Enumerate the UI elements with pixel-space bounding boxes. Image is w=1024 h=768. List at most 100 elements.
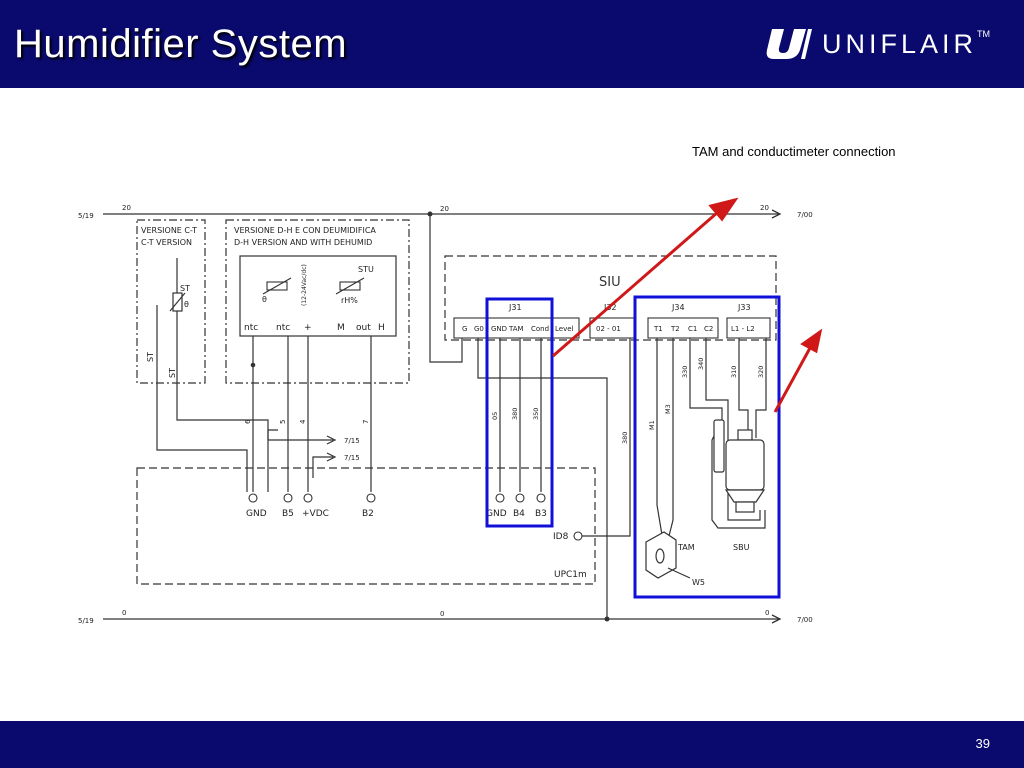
j31-terminal-level: Level bbox=[555, 325, 574, 333]
st-wire-label-b: ST bbox=[168, 368, 177, 378]
rh-slash bbox=[335, 277, 365, 295]
dh-version-box bbox=[225, 219, 410, 384]
terminal-id8 bbox=[573, 531, 583, 541]
terminal-vdc-label: +VDC bbox=[302, 509, 329, 519]
ntc-resistor bbox=[266, 281, 288, 291]
wire-310-label: 310 bbox=[730, 366, 738, 378]
top-wire-right: 20 bbox=[760, 204, 769, 212]
tam-sensor bbox=[645, 531, 691, 579]
terminal-b3-label: B3 bbox=[535, 509, 547, 519]
wire-5-label: 5 bbox=[279, 420, 287, 424]
wire-380b-label: 380 bbox=[621, 432, 629, 444]
wire-6-junction bbox=[250, 362, 256, 368]
st-wire-down bbox=[176, 311, 269, 492]
bottom-right-ref: 7/00 bbox=[797, 616, 813, 624]
stu-terminal-ntc1: ntc bbox=[244, 323, 258, 333]
sbu-cap bbox=[737, 429, 753, 441]
tam-sbu-highlight-box bbox=[633, 295, 781, 599]
connector-j33-label: J33 bbox=[737, 303, 751, 312]
ntc-theta-symbol: θ bbox=[262, 295, 267, 304]
j31-terminal-gnd: GND bbox=[491, 325, 507, 333]
stu-terminal-out: out bbox=[356, 323, 371, 333]
terminal-gnd-1-label: GND bbox=[246, 509, 267, 519]
terminal-b4-label: B4 bbox=[513, 509, 525, 519]
supply-note: (12-24Vac/dc) bbox=[301, 264, 308, 306]
connector-j34-block bbox=[647, 317, 719, 339]
w5-label: W5 bbox=[692, 578, 705, 587]
slide-title: Humidifier System bbox=[14, 22, 348, 66]
ref-stub bbox=[267, 429, 278, 440]
connector-j34-label: J34 bbox=[671, 303, 685, 312]
sbu-neck bbox=[724, 489, 766, 503]
page-number: 39 bbox=[975, 736, 990, 751]
stu-terminal-m: M bbox=[337, 323, 345, 333]
stu-terminal-plus: + bbox=[304, 323, 312, 333]
st-sensor-label: ST bbox=[180, 284, 190, 293]
ct-box-line1: VERSIONE C-T bbox=[141, 226, 197, 235]
terminal-gnd-2 bbox=[495, 493, 505, 503]
red-arrow-1-head bbox=[708, 197, 739, 222]
dh-box-line1: VERSIONE D-H E CON DEUMIDIFICA bbox=[234, 226, 376, 235]
j31-terminal-g0: G0 bbox=[474, 325, 484, 333]
bottom-wire-right: 0 bbox=[765, 609, 769, 617]
sbu-electrode bbox=[713, 419, 725, 473]
connector-j33-block bbox=[726, 317, 771, 339]
sbu-base bbox=[735, 501, 755, 513]
logo-trademark: TM bbox=[977, 29, 991, 39]
wire-340-label: 340 bbox=[697, 358, 705, 370]
j31-terminal-g: G bbox=[462, 325, 467, 333]
wire-m3 bbox=[667, 338, 674, 541]
wire-350-label: 350 bbox=[532, 408, 540, 420]
ref-arrow-a bbox=[326, 435, 337, 445]
wire-4-label: 4 bbox=[299, 419, 307, 424]
logo-text: UNIFLAIR bbox=[822, 28, 978, 59]
tam-leader bbox=[667, 567, 691, 579]
terminal-b5 bbox=[283, 493, 293, 503]
wire-7-label: 7 bbox=[362, 420, 370, 424]
j31-highlight-box bbox=[485, 297, 554, 528]
bottom-bus-arrow bbox=[771, 614, 782, 624]
terminal-gnd-2-label: GND bbox=[486, 509, 507, 519]
st-wire-gnd bbox=[156, 305, 248, 492]
wire-6-label: 6 bbox=[244, 419, 252, 424]
bottom-wire-left: 0 bbox=[122, 609, 126, 617]
top-bus-arrow bbox=[771, 209, 782, 219]
wire-320-label: 320 bbox=[757, 366, 765, 378]
annotation-text: TAM and conductimeter connection bbox=[692, 144, 896, 159]
wire-320 bbox=[755, 338, 767, 438]
terminal-id8-label: ID8 bbox=[553, 532, 569, 542]
j33-terminals: L1 - L2 bbox=[731, 325, 755, 333]
rh-resistor bbox=[339, 281, 361, 291]
siu-label: SIU bbox=[599, 275, 621, 290]
wire-sbu-loop bbox=[711, 427, 766, 529]
wire-m1 bbox=[656, 338, 663, 536]
sbu-label: SBU bbox=[733, 543, 750, 552]
top-wire-mid: 20 bbox=[440, 205, 449, 213]
wire-330 bbox=[689, 338, 723, 428]
top-right-ref: 7/00 bbox=[797, 211, 813, 219]
stu-module bbox=[239, 255, 397, 337]
st-sensor-slash bbox=[169, 292, 186, 312]
wire-m3-label: M3 bbox=[664, 404, 672, 414]
terminal-b2 bbox=[366, 493, 376, 503]
ntc-slash bbox=[262, 277, 292, 295]
tam-label: TAM bbox=[677, 543, 695, 552]
connector-j31-block bbox=[453, 317, 580, 339]
ref-a-label: 7/15 bbox=[344, 437, 360, 445]
wire-m1-label: M1 bbox=[648, 420, 656, 430]
j34-terminal-c1: C1 bbox=[688, 325, 697, 333]
slide-footer: 39 bbox=[0, 721, 1024, 768]
stu-label: STU bbox=[358, 265, 374, 274]
g0-return-wire bbox=[477, 338, 608, 619]
wire-330-label: 330 bbox=[681, 366, 689, 378]
red-arrow-2-head bbox=[800, 328, 823, 354]
terminal-vdc bbox=[303, 493, 313, 503]
stu-terminal-h: H bbox=[378, 323, 385, 333]
j31-terminal-tam: TAM bbox=[508, 325, 524, 333]
ct-box-line2: C-T VERSION bbox=[141, 238, 192, 247]
tam-coil bbox=[655, 548, 665, 564]
ct-version-box bbox=[136, 219, 206, 384]
top-left-ref: 5/19 bbox=[78, 212, 94, 220]
